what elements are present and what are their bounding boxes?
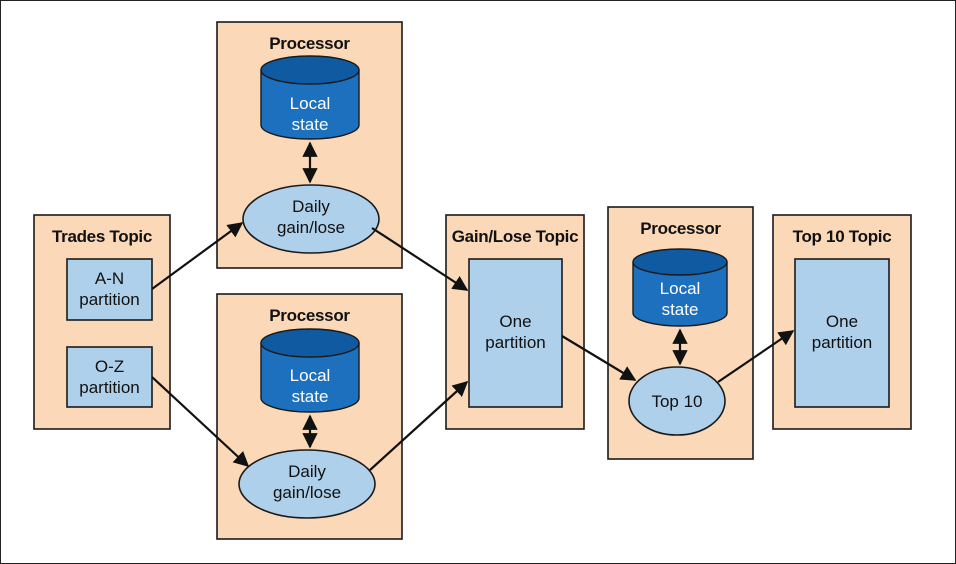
gain-lose-topic-title: Gain/Lose Topic <box>452 227 578 246</box>
local-state-store-icon <box>632 248 728 327</box>
top10-partition <box>794 258 890 408</box>
top10-node <box>628 366 726 436</box>
processor-top-title: Processor <box>269 34 350 53</box>
partition-o-z <box>66 346 153 408</box>
gain-lose-partition <box>468 258 563 408</box>
processor-bottom-title: Processor <box>269 306 350 325</box>
gain-lose-to-top10-arrow <box>561 335 637 381</box>
top10-to-topic-arrow <box>717 330 795 383</box>
partition-o-z-to-daily-arrow <box>151 376 250 468</box>
daily-gain-lose-node <box>242 184 380 254</box>
daily-to-gain-lose-arrow <box>369 380 469 471</box>
local-state-store-icon <box>260 55 360 140</box>
partition-a-n <box>66 258 153 321</box>
top10-node-label: Top 10 <box>651 392 702 411</box>
local-state-store-icon <box>260 328 360 413</box>
daily-gain-lose-node <box>238 449 376 519</box>
partition-a-n-to-daily-arrow <box>151 222 244 290</box>
edges <box>151 141 795 471</box>
trades-topic-title: Trades Topic <box>52 227 152 246</box>
processor-top10-title: Processor <box>640 219 721 238</box>
daily-to-gain-lose-arrow <box>371 227 469 291</box>
top10-topic-title: Top 10 Topic <box>793 227 892 246</box>
